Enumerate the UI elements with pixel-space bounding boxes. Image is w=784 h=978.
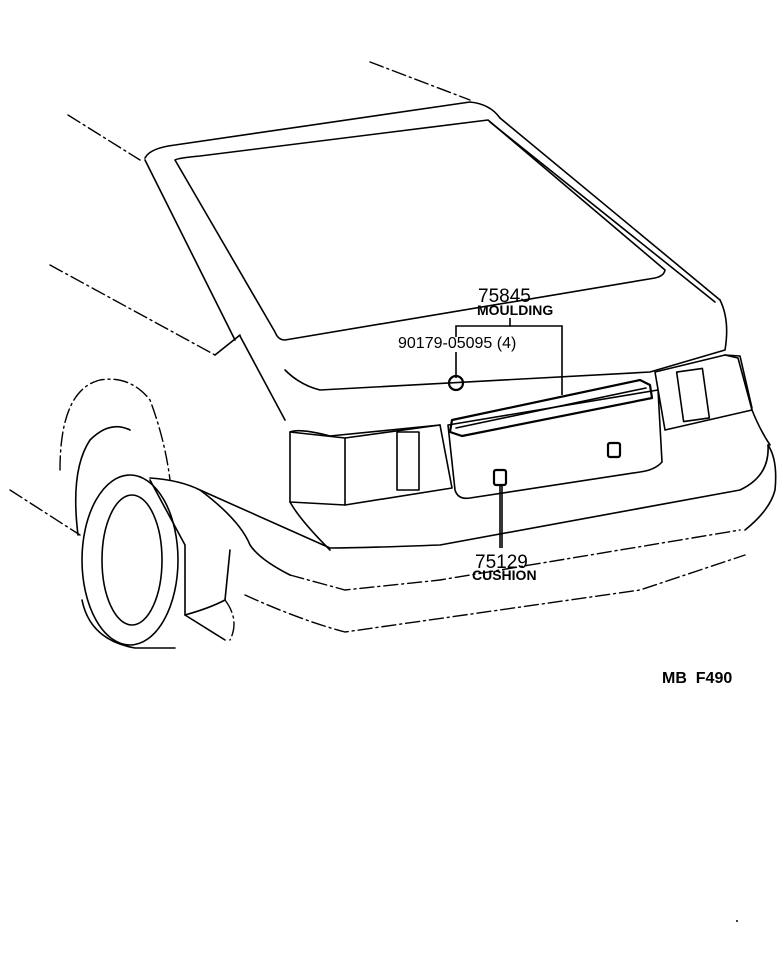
diagram-code: MB F490 (662, 670, 732, 687)
speck (736, 920, 738, 922)
cushion-part-name: CUSHION (472, 567, 537, 583)
moulding-part-number: 75845 (478, 286, 531, 307)
screw-part-number: 90179-05095 (4) (398, 335, 516, 352)
moulding-part-name: MOULDING (477, 302, 553, 318)
cushion-part-number: 75129 (475, 552, 528, 573)
car-body-illustration (9, 61, 777, 649)
leader-lines (455, 318, 563, 548)
